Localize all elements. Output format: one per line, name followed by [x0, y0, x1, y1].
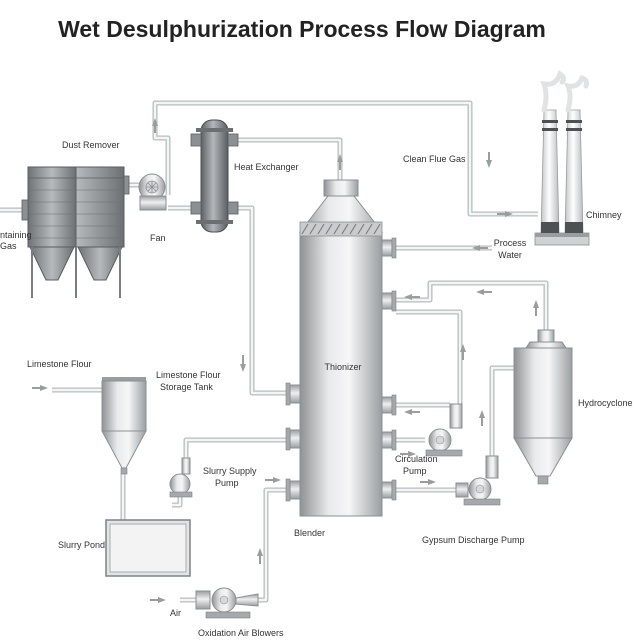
label-hydrocyclone: Hydrocyclone — [578, 398, 633, 408]
slurry-pond — [105, 519, 191, 577]
arrow-left-icon — [404, 409, 420, 415]
label-slurry-pond: Slurry Pond — [58, 540, 105, 550]
label-limestone-flour: Limestone Flour — [27, 359, 92, 369]
arrow-up-icon — [152, 118, 158, 133]
arrow-right-icon — [150, 597, 166, 603]
dust-remover — [21, 166, 130, 298]
label-slurry-supply-line1: Slurry Supply — [203, 466, 257, 476]
smoke-plume-icon — [563, 74, 589, 113]
arrow-right-icon — [497, 211, 513, 217]
arrow-right-icon — [420, 479, 436, 485]
label-chimney: Chimney — [586, 210, 622, 220]
diagram-title: Wet Desulphurization Process Flow Diagra… — [58, 16, 546, 42]
thionizer-tower — [285, 179, 397, 517]
arrow-up-icon — [460, 344, 466, 360]
circulation-pump — [425, 403, 463, 457]
label-sulfur-gas-line2: Gas — [0, 241, 17, 251]
label-clean-flue-gas: Clean Flue Gas — [403, 154, 466, 164]
label-circulation-line2: Pump — [403, 466, 427, 476]
arrow-up-icon — [337, 154, 343, 170]
arrow-down-icon — [240, 355, 246, 372]
label-dust-remover: Dust Remover — [62, 140, 120, 150]
label-circulation-line1: Circulation — [395, 454, 438, 464]
label-air: Air — [170, 608, 181, 618]
arrow-left-icon — [404, 294, 420, 300]
flow-arrows — [32, 118, 539, 603]
label-fan: Fan — [150, 233, 166, 243]
oxidation-air-blower — [195, 587, 259, 619]
fan — [138, 173, 167, 211]
label-storage-tank-line1: Limestone Flour — [156, 370, 221, 380]
limestone-storage-tank — [101, 377, 147, 475]
heat-exchanger — [190, 119, 239, 233]
arrow-left-icon — [472, 245, 488, 251]
arrow-right-icon — [265, 477, 281, 483]
arrow-right-icon — [400, 451, 416, 457]
equipment-labels: Dust Remover Heat Exchanger Clean Flue G… — [0, 140, 633, 638]
label-storage-tank-line2: Storage Tank — [160, 382, 213, 392]
label-process-water-line1: Process — [494, 238, 527, 248]
arrow-up-icon — [479, 410, 485, 426]
label-slurry-supply-line2: Pump — [215, 478, 239, 488]
label-blender: Blender — [294, 528, 325, 538]
arrow-up-icon — [257, 548, 263, 564]
slurry-supply-pump — [169, 457, 193, 498]
label-heat-exchanger: Heat Exchanger — [234, 162, 299, 172]
label-oxidation-blowers: Oxidation Air Blowers — [198, 628, 284, 638]
label-sulfur-gas-line1: ntaining — [0, 230, 32, 240]
arrow-left-icon — [476, 289, 492, 295]
arrow-down-icon — [486, 152, 492, 168]
label-gypsum-pump: Gypsum Discharge Pump — [422, 535, 525, 545]
pipe-network — [0, 100, 549, 603]
chimney — [534, 70, 590, 246]
label-process-water-line2: Water — [498, 250, 522, 260]
arrow-right-icon — [32, 385, 48, 391]
arrow-up-icon — [533, 300, 539, 316]
smoke-plume-icon — [540, 70, 567, 113]
hydrocyclone — [513, 329, 573, 485]
gypsum-discharge-pump — [455, 455, 501, 506]
label-thionizer: Thionizer — [324, 362, 361, 372]
